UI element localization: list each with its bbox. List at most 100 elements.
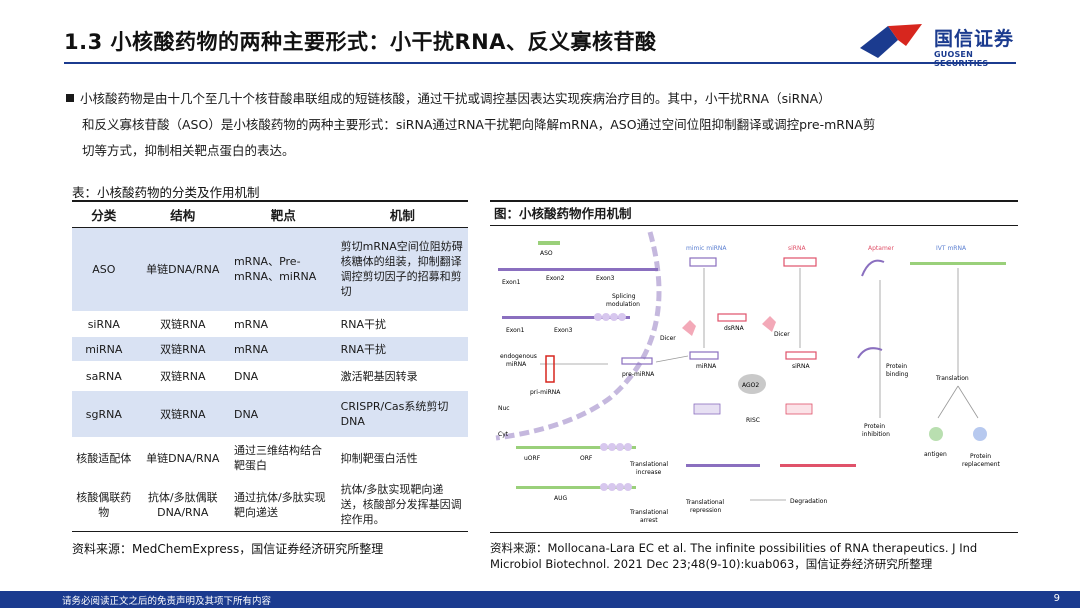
antigen-icon: [929, 427, 943, 441]
protein-replacement-label-2: replacement: [962, 461, 1001, 468]
exon3b-label: Exon3: [554, 327, 573, 334]
translational-repression-label-2: repression: [690, 507, 721, 514]
classification-table: 分类 结构 靶点 机制 ASO 单链DNA/RNA mRNA、Pre-mRNA、…: [72, 200, 468, 532]
cell-structure: 双链RNA: [160, 369, 206, 383]
cell-target: mRNA: [233, 317, 269, 331]
mirna-duplex-icon: [689, 351, 719, 360]
uorf-polya-tail-icon: [600, 443, 632, 451]
exon1b-label: Exon1: [506, 327, 525, 334]
exon3-label: Exon3: [596, 275, 615, 282]
table-row: miRNA 双链RNA mRNA RNA干扰: [72, 337, 468, 361]
cell-structure: 抗体/多肽偶联DNA/RNA: [135, 479, 230, 532]
square-bullet-icon: [66, 94, 74, 102]
replacement-protein-icon: [973, 427, 987, 441]
footer-bar: 请务必阅读正文之后的免责声明及其项下所有内容 9: [0, 591, 1080, 608]
table-row: sgRNA 双链RNA DNA CRISPR/Cas系统剪切DNA: [72, 391, 468, 437]
antigen-label: antigen: [924, 451, 947, 458]
orf-label: ORF: [580, 455, 593, 462]
intro-paragraph: 小核酸药物是由十几个至几十个核苷酸串联组成的短链核酸，通过干扰或调控基因表达实现…: [66, 86, 1026, 164]
dicer-enzyme-icon: [682, 320, 696, 336]
pre-mirna-hairpin-icon: [621, 357, 653, 365]
cell-category: sgRNA: [72, 391, 136, 437]
sirna-duplex-icon: [783, 257, 817, 267]
protein-binding-label-1: Protein: [886, 363, 907, 370]
cell-mechanism: RNA干扰: [340, 317, 387, 331]
aptamer-bound-icon: [857, 347, 883, 359]
aug-polya-tail-icon: [600, 483, 632, 491]
uorf-label: uORF: [524, 455, 541, 462]
header-mechanism: 机制: [336, 200, 468, 228]
intro-line-3: 切等方式，抑制相关靶点蛋白的表达。: [82, 143, 295, 158]
aptamer-hairpin-icon: [861, 259, 885, 277]
cell-target: mRNA: [229, 337, 337, 361]
cell-structure: 双链RNA: [160, 317, 206, 331]
exon1-label: Exon1: [502, 279, 521, 286]
cell-category: siRNA: [87, 317, 120, 331]
mechanism-diagram: ASO Exon1 Exon2 Exon3 Splicing modulatio…: [495, 231, 1006, 524]
cell-category: ASO: [72, 227, 136, 311]
cytoplasm-label: Cyt: [498, 431, 509, 438]
cell-structure: 单链DNA/RNA: [146, 451, 220, 465]
risc-label: RISC: [746, 417, 760, 424]
cell-mechanism: 剪切mRNA空间位阻妨碍核糖体的组装，抑制翻译调控剪切因子的招募和剪切: [336, 227, 468, 311]
ivt-mrna-strand-icon: [910, 262, 1006, 265]
pre-mirna-label: pre-miRNA: [622, 371, 655, 378]
endogenous-mirna-label: miRNA: [506, 361, 527, 368]
polya-tail-icon: [594, 313, 626, 321]
translational-arrest-label-1: Translational: [629, 509, 668, 516]
table-row: siRNA 双链RNA mRNA RNA干扰: [72, 311, 468, 337]
ivt-mrna-header: IVT mRNA: [936, 245, 967, 252]
cell-mechanism: 抗体/多肽实现靶向递送，核酸部分发挥基因调控作用。: [336, 479, 468, 532]
mature-mrna-strand-icon: [502, 316, 630, 319]
dsrna-duplex-icon: [717, 313, 747, 322]
pri-mirna-label: pri-miRNA: [530, 389, 561, 396]
exon2-label: Exon2: [546, 275, 565, 282]
mirna-target-mrna-icon: [686, 464, 760, 467]
modulation-label: modulation: [606, 301, 640, 308]
endogenous-label: endogenous: [500, 353, 537, 360]
protein-binding-label-2: binding: [886, 371, 909, 378]
figure-caption: 图：小核酸药物作用机制: [490, 200, 1018, 226]
arrow-translation-left: [937, 385, 959, 419]
dicer-label-2: Dicer: [774, 331, 790, 338]
table-caption: 表：小核酸药物的分类及作用机制: [72, 185, 260, 200]
mimic-mirna-duplex-icon: [689, 257, 717, 267]
translational-increase-label-2: increase: [636, 469, 662, 476]
aso-label: ASO: [540, 250, 553, 257]
cell-target: DNA: [233, 369, 259, 383]
degradation-label: Degradation: [790, 498, 827, 505]
cell-target: DNA: [229, 391, 337, 437]
uorf-mrna-strand-icon: [516, 446, 636, 449]
aso-strand-icon: [538, 241, 560, 245]
page-number: 9: [1053, 593, 1060, 604]
cell-structure: 双链RNA: [135, 391, 230, 437]
cell-mechanism: RNA干扰: [336, 337, 468, 361]
guosen-logo: 国信证券 GUOSEN SECURITIES: [858, 20, 1028, 68]
header-category: 分类: [72, 200, 136, 228]
dicer-label-1: Dicer: [660, 335, 676, 342]
footer-disclaimer: 请务必阅读正文之后的免责声明及其项下所有内容: [62, 596, 272, 607]
table-row: 核酸适配体 单链DNA/RNA 通过三维结构结合靶蛋白 抑制靶蛋白活性: [72, 437, 468, 479]
risc-sirna-complex-icon: [785, 403, 813, 415]
intro-line-2: 和反义寡核苷酸（ASO）是小核酸药物的两种主要形式：siRNA通过RNA干扰靶向…: [82, 117, 876, 132]
table-header-row: 分类 结构 靶点 机制: [72, 200, 468, 228]
sirna-mid-label: siRNA: [792, 363, 810, 370]
aug-mrna-strand-icon: [516, 486, 636, 489]
risc-mirna-complex-icon: [693, 403, 721, 415]
arrow-pre-mirna: [655, 355, 689, 363]
arrow-translation-right: [957, 385, 979, 419]
nucleus-label: Nuc: [498, 405, 510, 412]
cell-target: 通过三维结构结合靶蛋白: [233, 444, 322, 472]
cell-mechanism: CRISPR/Cas系统剪切DNA: [336, 391, 468, 437]
dsrna-label: dsRNA: [724, 325, 745, 332]
cell-category: saRNA: [85, 369, 122, 383]
translational-arrest-label-2: arrest: [640, 517, 658, 524]
protein-inhibition-label-1: Protein: [864, 423, 885, 430]
aug-label: AUG: [554, 495, 567, 502]
sirna-target-mrna-icon: [780, 464, 856, 467]
aptamer-header: Aptamer: [868, 245, 894, 252]
cell-mechanism: 抑制靶蛋白活性: [340, 451, 418, 465]
mimic-mirna-header: mimic miRNA: [686, 245, 727, 252]
page-title: 1.3 小核酸药物的两种主要形式：小干扰RNA、反义寡核苷酸: [64, 30, 657, 54]
pri-mirna-hairpin-icon: [545, 355, 555, 383]
